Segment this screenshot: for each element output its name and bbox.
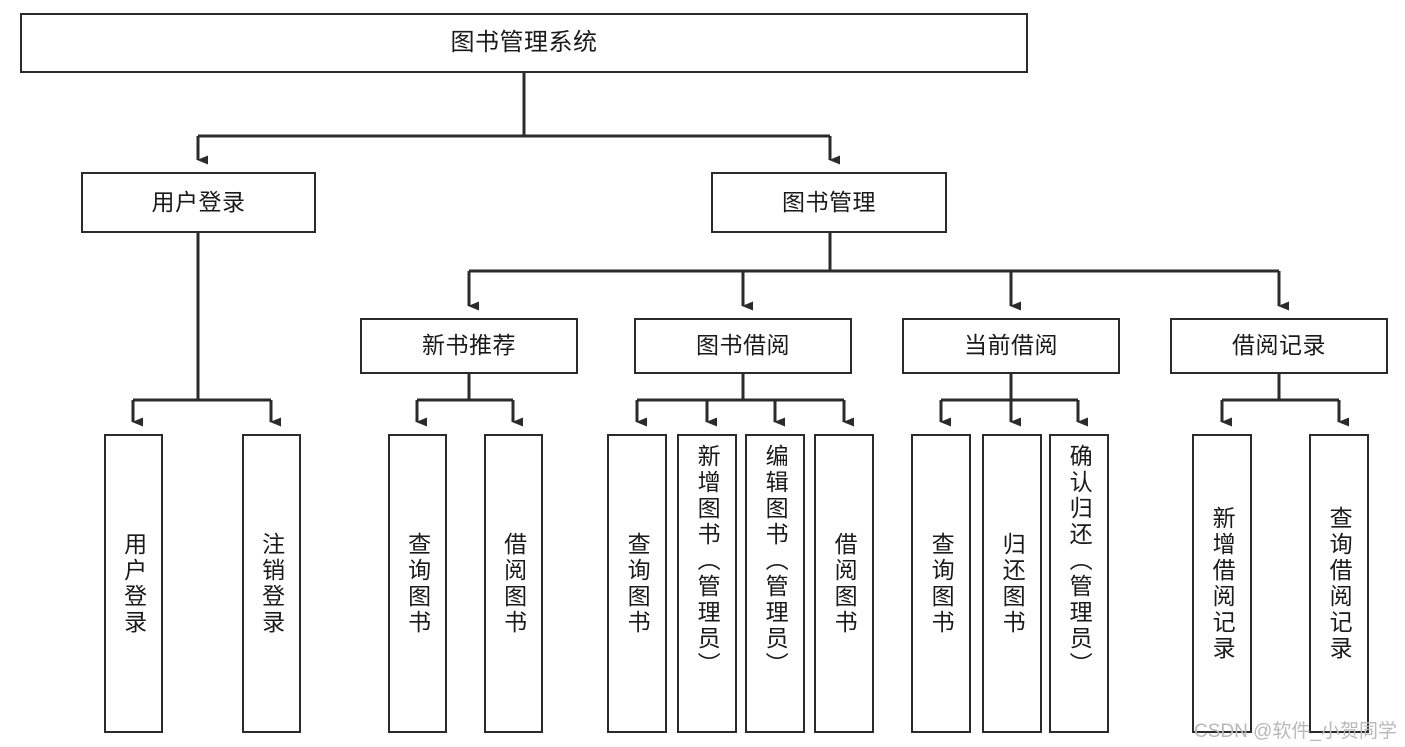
node-label: 查询图书 <box>624 531 651 636</box>
leaf-add-book[interactable]: 新增图书（管理员） <box>677 434 737 733</box>
node-book-management-system[interactable]: 图书管理系统 <box>20 13 1028 73</box>
node-book-management[interactable]: 图书管理 <box>711 172 947 233</box>
node-label: 当前借阅 <box>964 332 1058 359</box>
node-label: 归还图书 <box>999 531 1026 636</box>
node-label: 编辑图书（管理员） <box>762 444 789 678</box>
node-current-borrow[interactable]: 当前借阅 <box>902 318 1120 374</box>
leaf-edit-book[interactable]: 编辑图书（管理员） <box>745 434 805 733</box>
leaf-return-book[interactable]: 归还图书 <box>982 434 1042 733</box>
node-new-book-recommend[interactable]: 新书推荐 <box>360 318 578 374</box>
node-label: 图书管理 <box>782 188 876 215</box>
leaf-query-book-borrow[interactable]: 查询图书 <box>607 434 667 733</box>
node-label: 查询图书 <box>928 531 955 636</box>
node-label: 新增借阅记录 <box>1209 505 1236 662</box>
node-borrow-record[interactable]: 借阅记录 <box>1170 318 1388 374</box>
leaf-borrow-book[interactable]: 借阅图书 <box>814 434 874 733</box>
node-label: 借阅图书 <box>831 531 858 636</box>
leaf-query-book-recommend[interactable]: 查询图书 <box>388 434 447 733</box>
leaf-user-login[interactable]: 用户登录 <box>104 434 163 733</box>
node-user-login[interactable]: 用户登录 <box>81 172 316 233</box>
node-label: 查询借阅记录 <box>1326 505 1353 662</box>
leaf-logout-login[interactable]: 注销登录 <box>242 434 301 733</box>
leaf-confirm-return[interactable]: 确认归还（管理员） <box>1049 434 1109 733</box>
leaf-borrow-book-recommend[interactable]: 借阅图书 <box>484 434 543 733</box>
node-book-borrow[interactable]: 图书借阅 <box>634 318 852 374</box>
node-label: 查询图书 <box>404 531 431 636</box>
node-label: 确认归还（管理员） <box>1066 444 1093 678</box>
node-label: 新增图书（管理员） <box>694 444 721 678</box>
node-label: 注销登录 <box>258 531 285 636</box>
leaf-query-book-current[interactable]: 查询图书 <box>911 434 971 733</box>
leaf-query-borrow-record[interactable]: 查询借阅记录 <box>1309 434 1369 733</box>
node-label: 借阅图书 <box>500 531 527 636</box>
node-label: 借阅记录 <box>1232 332 1326 359</box>
node-label: 用户登录 <box>151 188 246 215</box>
node-label: 图书借阅 <box>696 332 790 359</box>
node-label: 新书推荐 <box>422 332 516 359</box>
node-label: 用户登录 <box>120 531 147 636</box>
node-label: 图书管理系统 <box>450 28 598 56</box>
leaf-add-borrow-record[interactable]: 新增借阅记录 <box>1192 434 1252 733</box>
watermark-text: CSDN @软件_小贺同学 <box>1194 721 1397 742</box>
